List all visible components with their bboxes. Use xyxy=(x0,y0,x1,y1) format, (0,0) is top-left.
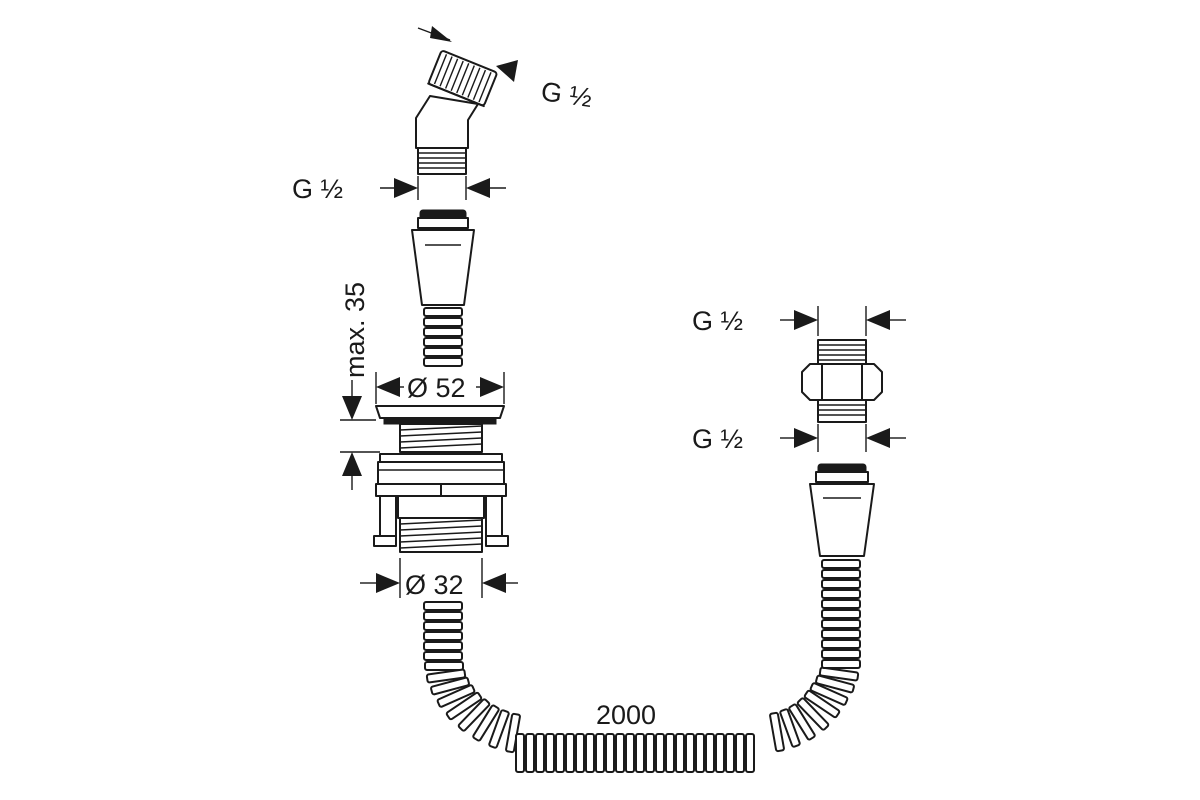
hex-nipple xyxy=(801,339,883,423)
nipple-top-thread-label: G ½ xyxy=(692,306,743,336)
shank-diameter-label: Ø 32 xyxy=(405,570,464,600)
arrow-icon xyxy=(480,377,504,397)
elbow-outlet-thread-label: G ½ xyxy=(539,76,594,113)
arrow-icon xyxy=(376,573,400,593)
nipple-bottom-thread-label: G ½ xyxy=(692,424,743,454)
arrow-icon xyxy=(376,377,400,397)
arrow-icon xyxy=(466,178,490,198)
flange-diameter-dimension: Ø 52 xyxy=(375,372,505,404)
upper-hose-fitting xyxy=(411,209,475,367)
arrow-icon xyxy=(342,452,362,476)
arrow-icon xyxy=(794,428,818,448)
elbow-connector xyxy=(415,50,498,175)
deck-height-label: max. 35 xyxy=(340,282,370,378)
arrow-icon xyxy=(794,310,818,330)
hose-length-label: 2000 xyxy=(596,700,656,730)
deck-height-dimension: max. 35 xyxy=(340,282,380,490)
arrow-icon xyxy=(394,178,418,198)
arrow-icon xyxy=(482,573,506,593)
right-hose-fitting xyxy=(809,463,875,557)
arrow-icon xyxy=(430,26,452,42)
arrow-icon xyxy=(342,396,362,420)
arrow-icon xyxy=(866,310,890,330)
arrow-icon xyxy=(866,428,890,448)
mounting-assembly xyxy=(373,405,509,553)
elbow-inlet-dimension: G ½ xyxy=(292,174,506,204)
shank-diameter-dimension: Ø 32 xyxy=(360,558,518,600)
flange-diameter-label: Ø 52 xyxy=(407,373,466,403)
nipple-top-dimension: G ½ xyxy=(692,306,906,336)
nipple-bottom-dimension: G ½ xyxy=(692,424,906,454)
elbow-outlet-dimension: G ½ xyxy=(417,26,594,113)
flexible-hose xyxy=(423,559,861,773)
elbow-inlet-thread-label: G ½ xyxy=(292,174,343,204)
arrow-icon xyxy=(496,60,518,82)
